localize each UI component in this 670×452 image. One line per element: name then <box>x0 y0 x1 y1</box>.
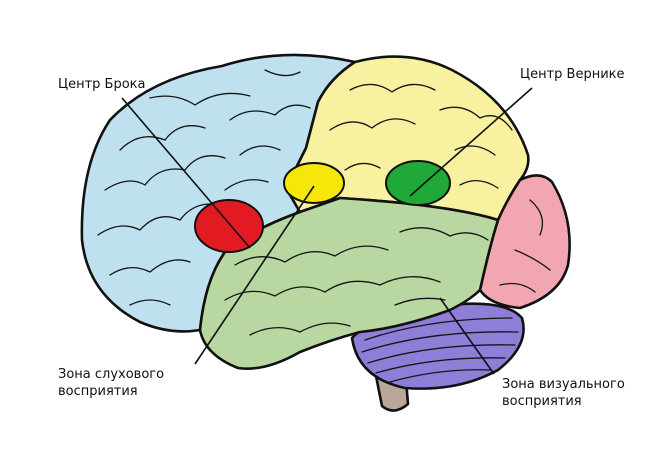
occipital-gyri <box>499 199 551 293</box>
temporal-gyri <box>224 227 489 336</box>
auditory-zone-label: Зона слухового восприятия <box>58 367 165 399</box>
wernicke-label: Центр Вернике <box>520 67 625 82</box>
parietal-gyri <box>329 83 513 189</box>
leader-line-visual <box>439 297 495 375</box>
cerebellum-folia <box>361 317 519 383</box>
auditory-spot <box>283 162 345 204</box>
leader-line-wernicke <box>409 87 533 197</box>
frontal-gyri <box>97 69 311 306</box>
broca-label: Центр Брока <box>58 77 146 92</box>
leader-line-auditory <box>194 185 315 365</box>
broca-area <box>194 199 264 253</box>
wernicke-area <box>385 160 451 206</box>
leader-line-broca <box>121 97 251 249</box>
temporal-lobe <box>198 196 500 370</box>
visual-zone-label: Зона визуального восприятия <box>502 377 625 409</box>
